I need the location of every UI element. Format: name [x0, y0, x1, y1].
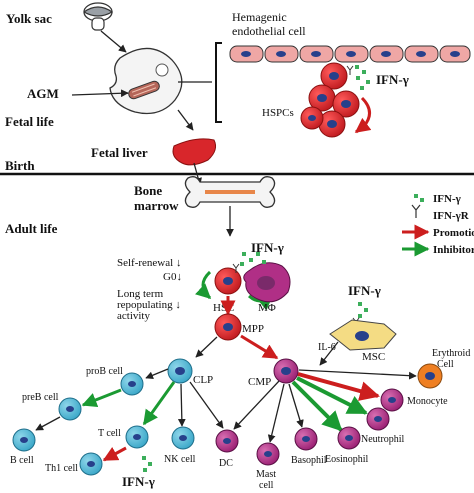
neutrophil-label: Neutrophil — [361, 434, 405, 445]
inhibitory-arrow-prob-preb — [81, 388, 122, 408]
agm-bracket — [215, 42, 222, 123]
ifn-gamma-dots-hsc — [232, 252, 266, 273]
prob-label: proB cell — [86, 366, 123, 377]
arrow-clp-to-dc — [189, 381, 224, 429]
fetal-liver-label: Fetal liver — [91, 145, 148, 160]
promotion-arrow-hspcs — [354, 96, 372, 134]
self-renewal-label: Self-renewal ↓ — [117, 257, 181, 269]
g0-label: G0↓ — [163, 271, 182, 283]
ifn-gamma-msc-label: IFN-γ — [348, 283, 381, 298]
dc-label: DC — [219, 458, 233, 469]
endothelial-layer — [229, 45, 471, 63]
hspcs-cluster — [300, 62, 360, 138]
basophil-label: Basophil — [291, 455, 327, 466]
erythroid-label: Erythroid Cell — [432, 348, 473, 370]
arrow-preb-to-bcell — [35, 416, 61, 431]
ifn-gamma-hsc-label: IFN-γ — [251, 240, 284, 255]
eosinophil-label: Eosinophil — [325, 454, 369, 465]
fetal-life-label: Fetal life — [5, 114, 54, 129]
macrophage-label: MΦ — [258, 302, 276, 314]
hspcs-label: HSPCs — [262, 107, 294, 119]
arrow-agm-pointer — [71, 89, 129, 98]
long-term-label: Long term repopulating ↓ activity — [117, 288, 184, 322]
yolk-sac-label: Yolk sac — [6, 11, 52, 26]
bone-marrow-label: Bone marrow — [134, 183, 179, 213]
inhibitory-arrow-cmp-neutrophil — [296, 376, 368, 415]
arrow-cmp-to-erythroid — [298, 369, 417, 380]
fetal-liver-icon — [172, 138, 216, 166]
ifn-gamma-dots-fetal — [346, 65, 370, 90]
legend-ifn-dot — [414, 194, 418, 198]
clp-label: CLP — [193, 374, 213, 386]
yolk-sac-icon — [83, 2, 114, 31]
arrow-clp-to-prob — [145, 368, 169, 379]
legend-inhibitory: Inhibitory — [433, 244, 474, 256]
macrophage-cell — [243, 262, 291, 303]
il6-label: IL-6 — [318, 342, 336, 353]
ifn-gamma-tcell-label: IFN-γ — [122, 474, 155, 489]
preb-label: preB cell — [22, 392, 59, 403]
arrow-msc-to-cmp — [319, 341, 339, 366]
legend: IFN-γ IFN-γR Promotion Inhibitory — [402, 193, 474, 257]
promotion-arrow-mpp-cmp — [240, 334, 279, 360]
hemagenic-endothelial-label: Hemagenic endothelial cell — [232, 10, 306, 38]
cmp-label: CMP — [248, 376, 271, 388]
ifn-gamma-fetal-label: IFN-γ — [376, 72, 409, 87]
mast-label: Mast cell — [256, 469, 279, 491]
msc-label: MSC — [362, 351, 385, 363]
arrow-agm-to-liver — [177, 109, 194, 131]
arrow-cmp-to-dc — [233, 380, 280, 430]
arrow-cmp-to-mast — [267, 383, 285, 443]
arrow-mpp-to-clp — [195, 336, 218, 358]
adult-life-label: Adult life — [5, 221, 58, 236]
bcell-label: B cell — [10, 455, 34, 466]
legend-promotion: Promotion — [433, 227, 474, 239]
th1-label: Th1 cell — [45, 463, 78, 474]
legend-ifn-gamma-r: IFN-γR — [433, 210, 470, 222]
inhibitory-arrow-cmp-eosinophil — [291, 380, 343, 432]
bone-icon — [184, 176, 276, 208]
legend-ifn-gamma: IFN-γ — [433, 193, 461, 205]
hsc-label: HSC — [213, 302, 234, 314]
ifn-gamma-dots-tcell — [142, 456, 152, 472]
agm-label: AGM — [27, 86, 59, 101]
promotion-arrow-tcell-th1 — [102, 446, 127, 462]
promotion-arrow-cmp-monocyte — [297, 372, 380, 401]
tcell-label: T cell — [98, 428, 121, 439]
arrow-clp-to-nk — [177, 383, 186, 427]
inhibitory-arrow-clp-tcell — [142, 381, 176, 426]
mpp-label: MPP — [242, 323, 264, 335]
birth-label: Birth — [5, 158, 35, 173]
embryo-icon — [109, 47, 183, 115]
inhibitory-arrow-selfrenewal — [195, 270, 212, 300]
arrow-yolk-to-agm — [100, 30, 127, 53]
legend-receptor-icon — [411, 204, 421, 218]
nk-label: NK cell — [164, 454, 196, 465]
arrow-cmp-to-basophil — [288, 383, 304, 428]
monocyte-label: Monocyte — [407, 396, 448, 407]
